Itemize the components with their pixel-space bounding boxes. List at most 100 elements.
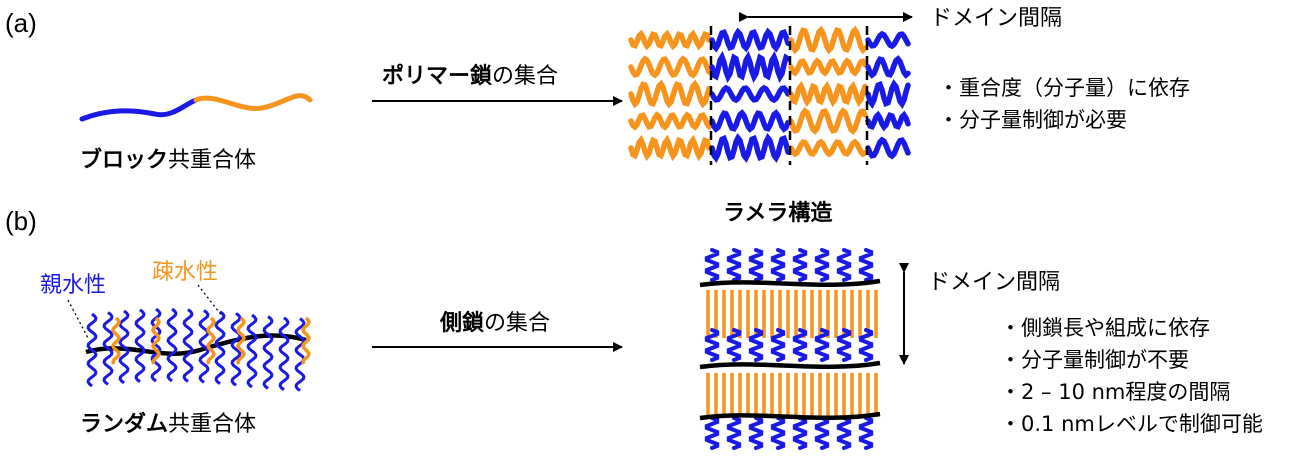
polymer-coil: [628, 134, 712, 162]
polymer-coil: [865, 136, 911, 160]
hydrophilic-side-chain: [134, 308, 146, 383]
hydrophobic-side-chain: [206, 316, 216, 365]
hydrophilic-side-chain: [246, 313, 258, 389]
hydrophilic-brush: [836, 248, 852, 282]
hydrophilic-side-chain: [214, 310, 226, 385]
polymer-coil: [709, 84, 791, 104]
arrow-b-bold: 側鎖: [440, 311, 485, 336]
hydrophilic-brush: [726, 328, 742, 362]
note-b-4: ・0.1 nmレベルで制御可能: [1000, 412, 1263, 436]
hydrophilic-side-chain: [198, 309, 210, 384]
polymer-coil: [709, 27, 791, 53]
polymer-coil: [788, 107, 868, 135]
polymer-coil: [628, 29, 712, 51]
note-a-1: ・重合度（分子量）に依存: [938, 76, 1190, 100]
hydrophilic-brush: [836, 328, 852, 362]
polymer-coil: [865, 110, 911, 132]
hydrophilic-brush: [792, 248, 808, 282]
note-a-2: ・分子量制御が必要: [938, 108, 1127, 132]
arrow-a-bold: ポリマー鎖: [382, 64, 493, 89]
hydrophobic-side-chain: [236, 316, 246, 365]
arrow-b-rest: の集合: [484, 311, 551, 336]
note-b-2: ・分子量制御が不要: [1000, 348, 1189, 372]
random-copolymer-comb: [85, 307, 311, 392]
arrow-b-label: 側鎖の集合: [440, 313, 550, 335]
polymer-coil: [865, 55, 911, 79]
hydrophobic-side-chain: [301, 316, 311, 365]
hydrophilic-side-chain: [182, 308, 194, 383]
block-copolymer-orange-segment: [193, 93, 313, 112]
polymer-coil: [788, 80, 868, 108]
domain-dividers: [709, 26, 869, 165]
hydrophilic-side-chain: [166, 307, 178, 383]
hydrophilic-brush: [858, 248, 874, 282]
hydrophilic-brush: [814, 328, 830, 362]
polymer-coil: [788, 25, 868, 55]
note-b-3: ・2 – 10 nm程度の間隔: [1000, 380, 1231, 404]
hydrophilic-side-chain: [102, 311, 114, 386]
hydrophilic-side-chain: [262, 315, 274, 390]
hydrophobic-label: 疎水性: [152, 260, 219, 285]
polymer-coil: [709, 50, 791, 84]
hydrophilic-side-chain: [294, 317, 306, 392]
hydrophilic-brush: [770, 248, 786, 282]
hydrophilic-brush: [858, 328, 874, 362]
polymer-coil: [628, 79, 712, 109]
polymer-coil: [628, 111, 712, 131]
note-b-1: ・側鎖長や組成に依存: [1000, 316, 1210, 340]
hydrophilic-brush: [858, 416, 874, 450]
random-copolymer-label: ランダム共重合体: [80, 414, 256, 436]
hydrophilic-brush: [792, 328, 808, 362]
hydrophilic-brush: [748, 328, 764, 362]
side-chain-lamellae: [699, 248, 881, 450]
domain-spacing-b-label: ドメイン間隔: [928, 270, 1061, 295]
backbone-chain: [85, 333, 307, 356]
lamella-backbone: [699, 360, 881, 370]
domain-spacing-a-label: ドメイン間隔: [930, 6, 1063, 31]
polymer-coil: [709, 133, 791, 163]
arrow-a-rest: の集合: [492, 64, 559, 89]
hydrophobic-pointer: [197, 284, 223, 317]
hydrophilic-brush: [748, 416, 764, 450]
hydrophilic-side-chain: [230, 312, 242, 387]
lamella-backbone: [699, 278, 881, 288]
hydrophilic-brush: [814, 248, 830, 282]
block-copolymer-label: ブロック共重合体: [80, 150, 256, 172]
hydrophilic-side-chain: [278, 316, 290, 391]
hydrophilic-side-chain: [86, 312, 98, 388]
polymer-coil: [788, 57, 868, 77]
hydrophobic-side-chain: [111, 316, 121, 365]
lamella-backbone: [699, 411, 881, 421]
hydrophilic-brush: [770, 416, 786, 450]
hydrophilic-label: 親水性: [40, 273, 107, 298]
block-copolymer-rest: 共重合体: [168, 148, 257, 173]
hydrophilic-brush: [704, 248, 720, 282]
hydrophilic-side-chain: [150, 307, 162, 383]
panel-a-label: (a): [5, 8, 37, 38]
hydrophilic-brush: [726, 248, 742, 282]
random-copolymer-bold: ランダム: [80, 412, 169, 437]
hydrophilic-brush: [792, 416, 808, 450]
hydrophilic-brush: [836, 416, 852, 450]
polymer-coil: [865, 30, 911, 50]
block-copolymer-bold: ブロック: [80, 148, 169, 173]
random-copolymer-rest: 共重合体: [168, 412, 257, 437]
block-copolymer-blue-segment: [79, 97, 199, 122]
hydrophilic-brush: [704, 416, 720, 450]
arrow-a-label: ポリマー鎖の集合: [382, 66, 558, 88]
polymer-coil: [709, 109, 791, 133]
lamellar-structure-title: ラメラ構造: [723, 201, 833, 226]
hydrophilic-brush: [726, 416, 742, 450]
hydrophobic-side-chain: [151, 316, 161, 365]
polymer-coil: [788, 138, 868, 158]
block-lamellae: [628, 25, 911, 163]
hydrophilic-pointer: [67, 299, 89, 339]
hydrophilic-brush: [704, 328, 720, 362]
panel-b-label: (b): [5, 206, 37, 236]
polymer-coil: [865, 79, 911, 109]
polymer-coil: [628, 55, 712, 79]
hydrophilic-brush: [814, 416, 830, 450]
hydrophilic-brush: [748, 248, 764, 282]
hydrophilic-brush: [770, 328, 786, 362]
